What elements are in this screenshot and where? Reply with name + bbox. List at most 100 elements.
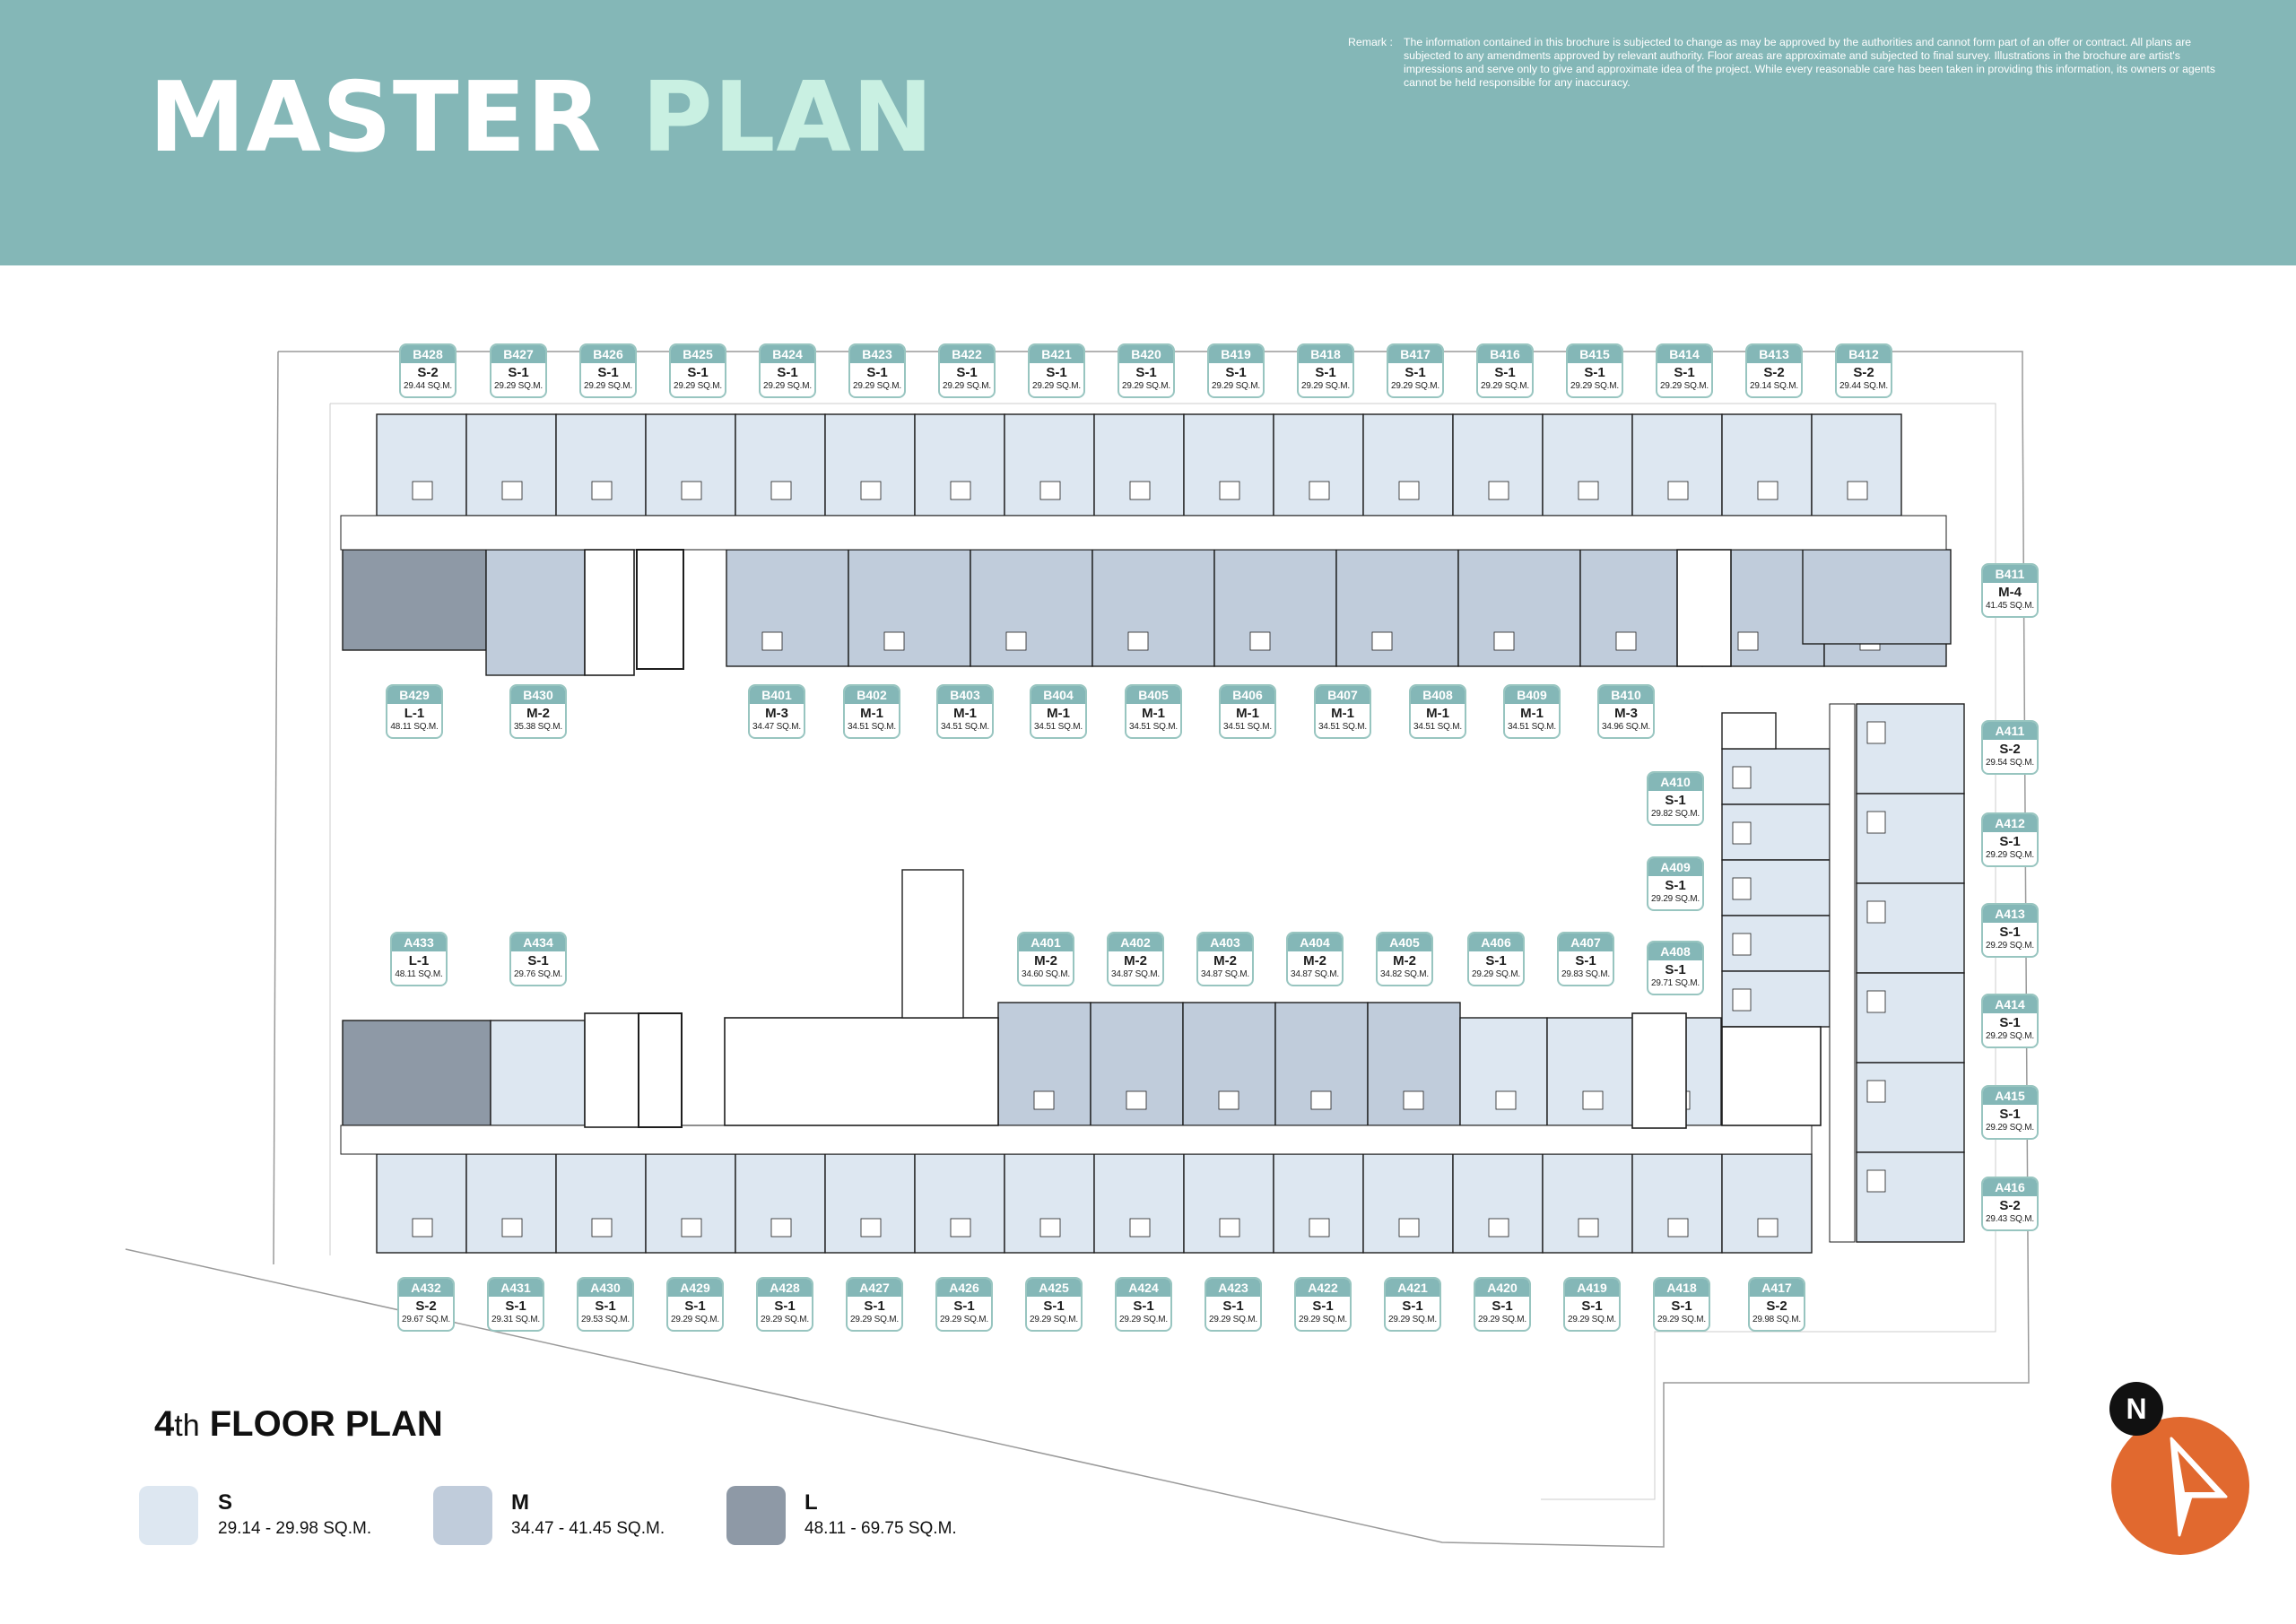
unit-id: B429 [387,686,441,704]
bathroom-fixture [1127,631,1149,651]
stair-core [1631,1012,1687,1129]
bathroom-fixture [1488,481,1509,500]
legend-range-s: 29.14 - 29.98 SQ.M. [218,1519,372,1538]
unit-type: S-1 [866,365,888,380]
plan-unit-a-bottom [1183,1153,1274,1254]
lift-core [638,1012,683,1128]
plan-unit-a-bottom [1452,1153,1544,1254]
plan-unit-a-east-outer [1856,793,1965,884]
unit-area: 29.29 SQ.M. [1481,381,1529,391]
unit-area: 29.29 SQ.M. [940,1315,988,1324]
unit-id: B413 [1747,345,1801,363]
unit-id: A433 [392,934,446,951]
plan-unit-a-east-inner [1721,859,1831,916]
unit-area: 29.29 SQ.M. [1478,1315,1526,1324]
unit-id: A429 [668,1279,722,1297]
unit-area: 41.45 SQ.M. [1986,601,2034,611]
bathroom-fixture [1309,481,1330,500]
unit-id: B405 [1126,686,1180,704]
unit-area: 29.29 SQ.M. [761,1315,809,1324]
bathroom-fixture [950,481,971,500]
unit-type: S-1 [1584,365,1605,380]
unit-id: B427 [491,345,545,363]
unit-area: 29.82 SQ.M. [1651,809,1700,819]
bathroom-fixture [1757,1218,1779,1238]
unit-area: 29.71 SQ.M. [1651,978,1700,988]
unit-id: B415 [1568,345,1622,363]
plan-unit-b-middle [1213,549,1337,667]
unit-area: 29.29 SQ.M. [943,381,991,391]
unit-type: S-1 [597,365,619,380]
plan-unit-b-top [1273,413,1364,517]
bathroom-fixture [1126,1090,1147,1110]
unit-type: L-1 [408,953,430,968]
bathroom-fixture [681,1218,702,1238]
unit-type: S-1 [508,365,529,380]
unit-area: 29.29 SQ.M. [584,381,632,391]
unit-area: 34.87 SQ.M. [1111,969,1160,979]
unit-type: S-1 [1575,953,1596,968]
plan-unit-b-middle [1335,549,1459,667]
unit-area: 29.29 SQ.M. [763,381,812,391]
unit-id: B406 [1221,686,1274,704]
plan-unit-a-bottom [465,1153,557,1254]
unit-type: S-1 [1999,834,2021,849]
unit-type: M-1 [1142,706,1165,721]
unit-area: 29.29 SQ.M. [1388,1315,1437,1324]
unit-id: B428 [401,345,455,363]
unit-type: S-1 [774,1298,796,1314]
unit-area: 34.96 SQ.M. [1602,722,1650,732]
unit-type: S-1 [687,365,709,380]
unit-id: A417 [1750,1279,1804,1297]
unit-area: 29.53 SQ.M. [581,1315,630,1324]
bathroom-fixture [1732,766,1752,789]
stair-core [1721,1026,1822,1126]
plan-unit-a-east-outer [1856,972,1965,1064]
bathroom-fixture [1371,631,1393,651]
unit-id: B407 [1316,686,1370,704]
corridor-east [1829,703,1856,1243]
plan-unit-b-top [1721,413,1813,517]
plan-unit-b-middle [726,549,849,667]
stair-core [584,1012,639,1128]
unit-area: 29.29 SQ.M. [1570,381,1619,391]
unit-id: A406 [1469,934,1523,951]
unit-area: 34.87 SQ.M. [1201,969,1249,979]
unit-id: B426 [581,345,635,363]
unit-id: B403 [938,686,992,704]
unit-type: S-1 [956,365,978,380]
unit-id: B418 [1299,345,1352,363]
unit-type: M-2 [1393,953,1416,968]
unit-area: 29.29 SQ.M. [1391,381,1439,391]
bathroom-fixture [591,481,613,500]
unit-type: S-1 [953,1298,975,1314]
plan-unit-a-bottom [1093,1153,1185,1254]
bathroom-fixture [1866,1169,1886,1193]
bathroom-fixture [1847,481,1868,500]
bathroom-fixture [1039,481,1061,500]
unit-type: S-1 [1046,365,1067,380]
unit-id: A424 [1117,1279,1170,1297]
floor-plan-title: 4th FLOOR PLAN [154,1406,443,1442]
bathroom-fixture [1866,1080,1886,1103]
unit-type: M-3 [765,706,788,721]
unit-area: 29.29 SQ.M. [1122,381,1170,391]
